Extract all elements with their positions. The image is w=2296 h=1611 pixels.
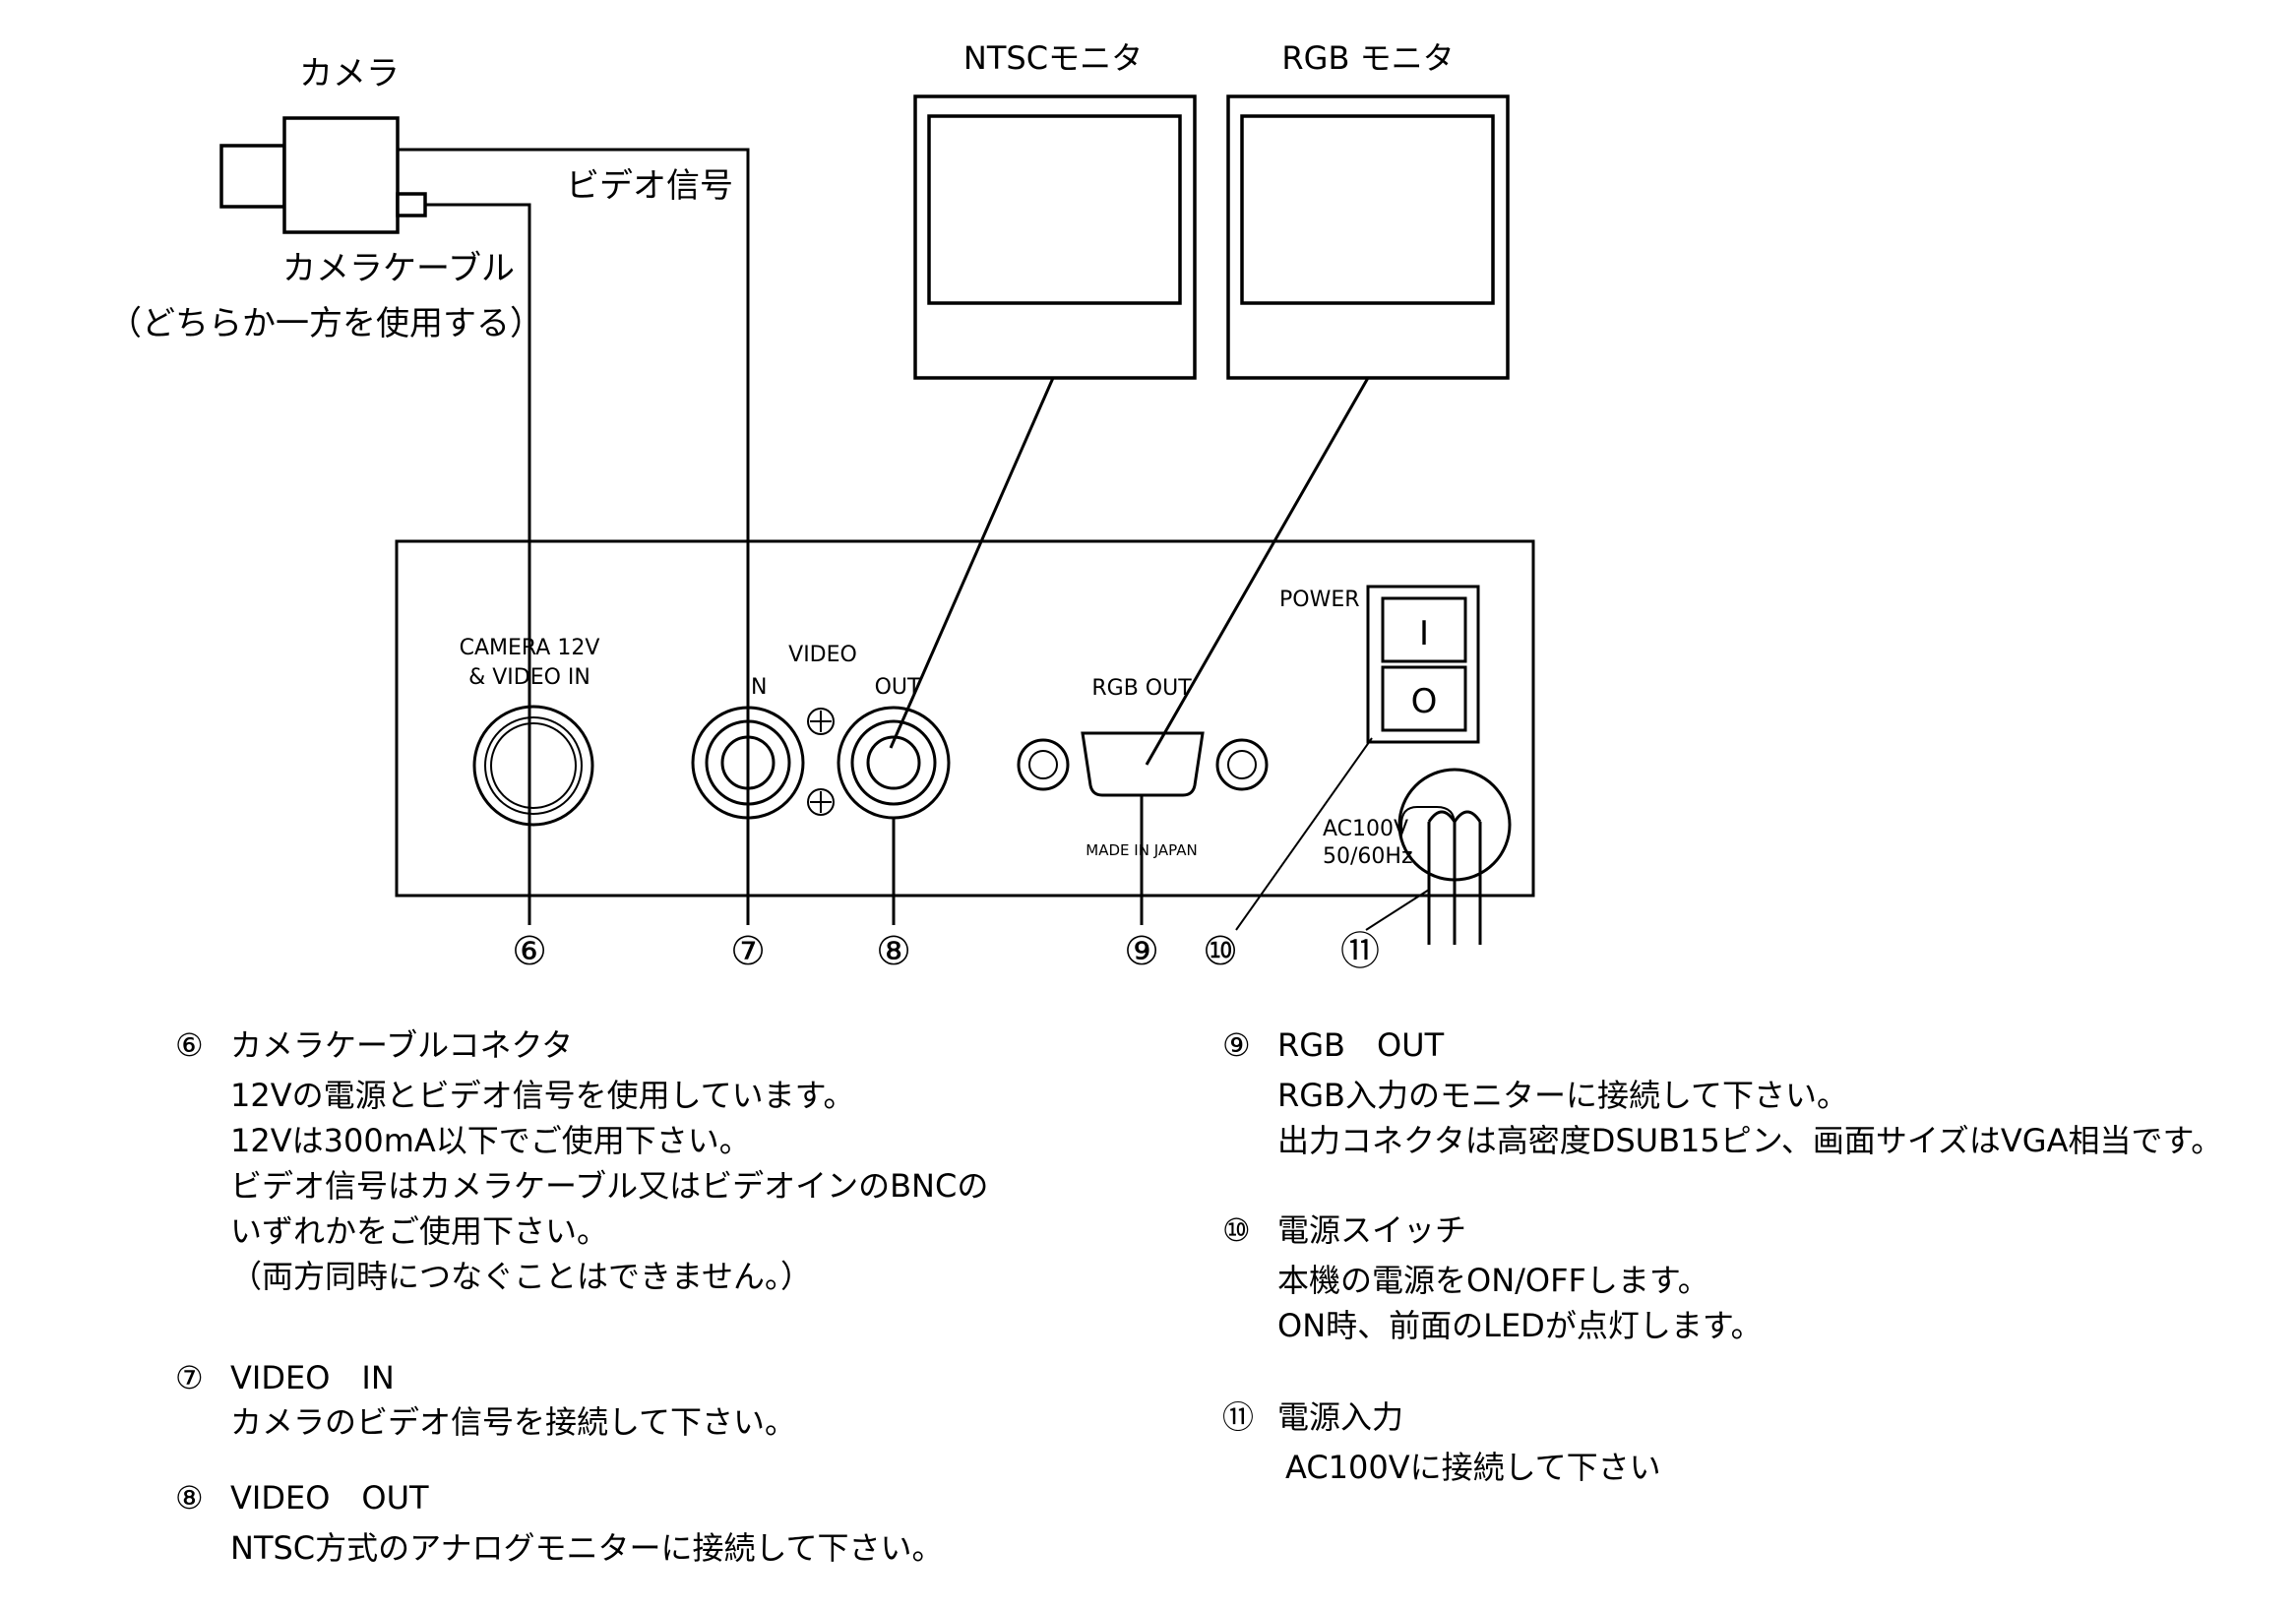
camera-icon [219, 116, 427, 234]
description-10: ⑩ 電源スイッチ 本機の電源をON/OFFします。 ON時、前面のLEDが点灯しま… [1222, 1208, 1763, 1348]
rgb-out-label: RGB OUT [1091, 676, 1192, 701]
description-11-line-1: AC100Vに接続して下さい [1285, 1449, 1661, 1486]
description-6-line-5: （両方同時につなぐことはできません。） [230, 1258, 813, 1295]
callout-11-leader [1365, 889, 1430, 931]
callout-8: ⑧ [876, 929, 911, 974]
callout-7: ⑦ [730, 929, 766, 974]
description-7-title: VIDEO IN [230, 1359, 395, 1396]
power-on-mark: I [1419, 614, 1429, 653]
callout-6: ⑥ [512, 929, 547, 974]
description-7-number: ⑦ [175, 1359, 204, 1396]
description-8-line-1: NTSC方式のアナログモニターに接続して下さい。 [230, 1529, 944, 1567]
description-9-line-1: RGB入力のモニターに接続して下さい。 [1277, 1077, 1849, 1114]
description-11-number: ⑪ [1222, 1398, 1255, 1436]
description-9-line-2: 出力コネクタは高密度DSUB15ピン、画面サイズはVGA相当です。 [1277, 1122, 2223, 1159]
rgb-cable [1145, 377, 1370, 766]
device-rear-panel [395, 539, 1535, 898]
description-8-number: ⑧ [175, 1479, 204, 1517]
description-9-number: ⑨ [1222, 1026, 1251, 1064]
description-10-title: 電源スイッチ [1277, 1211, 1467, 1249]
camera-cable-connector [472, 705, 594, 827]
description-8-title: VIDEO OUT [230, 1479, 429, 1517]
screw-icon [807, 708, 835, 735]
description-6-line-4: いずれかをご使用下さい。 [230, 1212, 609, 1250]
video-in-bnc [691, 706, 805, 820]
video-label: VIDEO [788, 643, 857, 667]
rgb-monitor-label: RGB モニタ [1281, 39, 1454, 77]
callout-10-leader [1235, 737, 1373, 931]
callout-9: ⑨ [1124, 929, 1159, 974]
rgb-monitor [1226, 94, 1510, 380]
description-10-number: ⑩ [1222, 1211, 1251, 1249]
description-6-line-1: 12Vの電源とビデオ信号を使用しています。 [230, 1077, 855, 1114]
description-11: ⑪ 電源入力 AC100Vに接続して下さい [1222, 1395, 1661, 1490]
video-signal-line [398, 148, 750, 905]
video-signal-label: ビデオ信号 [566, 166, 733, 206]
description-7: ⑦ VIDEO IN カメラのビデオ信号を接続して下さい。 [175, 1356, 796, 1445]
camera-connector-label-2: & VIDEO IN [468, 665, 590, 690]
ac100v-label: AC100V [1323, 817, 1408, 841]
description-9-title: RGB OUT [1277, 1026, 1445, 1064]
description-6-line-3: ビデオ信号はカメラケーブル又はビデオインのBNCの [230, 1167, 989, 1205]
callout-10: ⑩ [1203, 929, 1238, 974]
description-6-line-2: 12Vは300mA以下でご使用下さい。 [230, 1122, 751, 1159]
description-6-number: ⑥ [175, 1026, 204, 1064]
screw-icon [807, 788, 835, 816]
camera-cable-line [425, 203, 531, 905]
power-off-mark: O [1411, 682, 1438, 721]
camera-cable-label: カメラケーブル [282, 249, 515, 288]
video-out-label: OUT [875, 675, 921, 700]
description-8: ⑧ VIDEO OUT NTSC方式のアナログモニターに接続して下さい。 [175, 1476, 944, 1571]
camera-connector-label-1: CAMERA 12V [460, 636, 600, 660]
power-switch: I O [1366, 585, 1480, 744]
video-out-bnc [837, 706, 951, 820]
description-10-line-2: ON時、前面のLEDが点灯します。 [1277, 1307, 1763, 1344]
power-input-grommet [1397, 768, 1512, 945]
description-6-title: カメラケーブルコネクタ [230, 1026, 574, 1064]
ntsc-cable [889, 377, 1055, 749]
callout-11: ⑪ [1340, 929, 1380, 974]
description-9: ⑨ RGB OUT RGB入力のモニターに接続して下さい。 出力コネクタは高密度D… [1222, 1023, 2222, 1163]
rgb-out-dsub-connector [1017, 731, 1269, 797]
camera-label: カメラ [299, 54, 400, 93]
ntsc-monitor-label: NTSCモニタ [963, 39, 1143, 77]
description-6: ⑥ カメラケーブルコネクタ 12Vの電源とビデオ信号を使用しています。 12Vは3… [175, 1023, 988, 1299]
description-7-line-1: カメラのビデオ信号を接続して下さい。 [230, 1403, 797, 1441]
hz-label: 50/60Hz [1323, 844, 1413, 869]
power-label: POWER [1279, 588, 1360, 612]
video-in-label: IN [745, 675, 768, 700]
either-one-note: （どちらか一方を使用する） [108, 304, 543, 343]
ntsc-monitor [913, 94, 1197, 380]
description-10-line-1: 本機の電源をON/OFFします。 [1277, 1262, 1709, 1299]
description-11-title: 電源入力 [1277, 1398, 1404, 1436]
